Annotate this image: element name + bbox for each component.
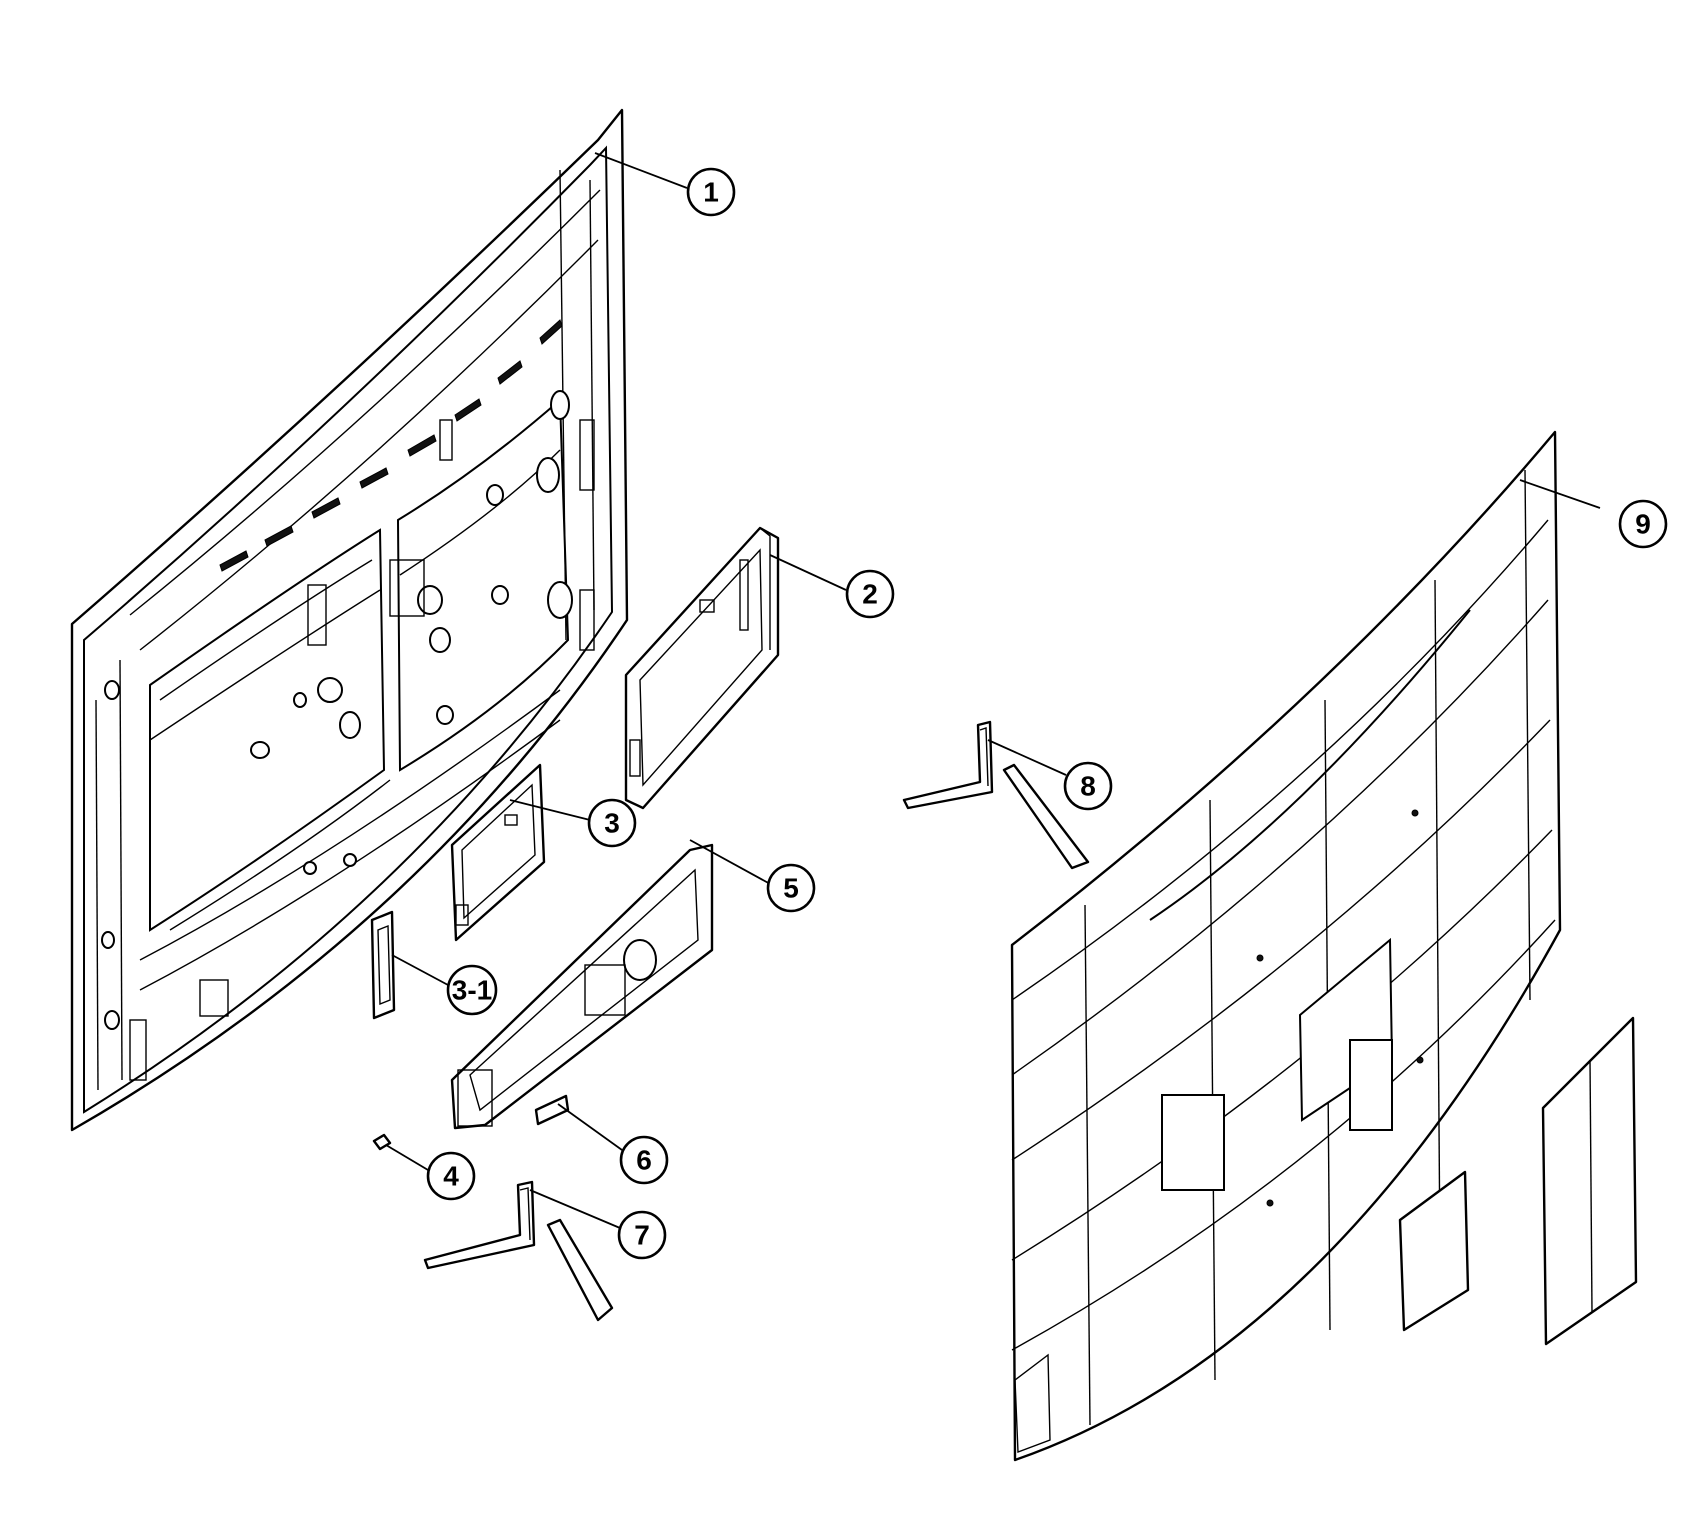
callout-9-label: 9 [1635,509,1651,540]
stand-part-7 [423,1180,614,1322]
callout-6-label: 6 [636,1145,652,1176]
callout-5-label: 5 [783,873,799,904]
cover-plate-small [1398,1170,1470,1332]
callout-3-1-label: 3-1 [452,975,492,1006]
cover-plate-large [1541,1016,1638,1346]
bracket-part-3-1 [370,910,396,1020]
callout-4: 4 [426,1151,476,1201]
board-part-3 [450,763,546,942]
callout-8: 8 [1063,761,1113,811]
callout-6: 6 [619,1135,669,1185]
callout-9: 9 [1618,499,1668,549]
callout-3-1: 3-1 [446,964,498,1016]
callout-8-label: 8 [1080,771,1096,802]
clip-part-4 [372,1133,392,1151]
callout-1-label: 1 [703,177,719,208]
callout-2-label: 2 [862,579,878,610]
callout-5: 5 [766,863,816,913]
callout-3: 3 [587,798,637,848]
bracket-part-6 [534,1094,570,1126]
callout-7-label: 7 [634,1220,650,1251]
stand-part-8 [902,720,1090,870]
chassis-panel-part [70,108,629,1132]
rear-cover-part-9 [1010,430,1562,1462]
board-part-2 [624,526,780,810]
callout-4-label: 4 [443,1161,459,1192]
callout-2: 2 [845,569,895,619]
callout-1: 1 [686,167,736,217]
callout-7: 7 [617,1210,667,1260]
bracket-part-5 [450,843,714,1130]
callout-3-label: 3 [604,808,620,839]
